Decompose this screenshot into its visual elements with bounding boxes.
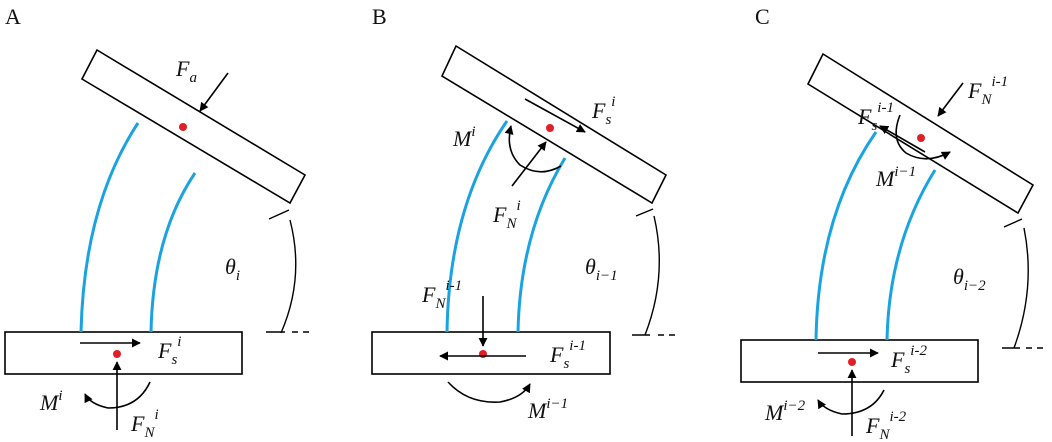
panel-c-top-center <box>917 134 925 142</box>
panel-c-bottom-normal-label: FNi-2 <box>865 409 907 442</box>
panel-c: C FNi-1 Fsi-1 Mi−1 θi−2 Fsi-2 FNi-2 Mi−2 <box>740 4 1047 442</box>
panel-a-bottom-normal-label: FNi <box>130 407 159 441</box>
panel-b-top-moment-label: Mi <box>452 124 476 151</box>
panel-a-angle-arc <box>280 219 297 334</box>
panel-b: B Fsi FNi Mi θi−1 FNi-1 Fsi-1 Mi−1 <box>371 4 680 423</box>
panel-c-top-normal-arrow <box>937 82 964 117</box>
panel-c-top-shear-label: Fsi-1 <box>857 100 894 134</box>
panel-b-top-normal-label: FNi <box>492 198 521 232</box>
panel-c-right-flexure <box>885 169 937 341</box>
panel-b-bottom-link <box>371 331 611 375</box>
panel-a-left-flexure <box>79 122 140 333</box>
panel-a-bottom-link <box>4 331 243 375</box>
panel-a-top-link <box>80 48 307 205</box>
panel-a-angle-tick-top <box>268 209 290 220</box>
panel-c-top-link <box>806 52 1035 215</box>
panel-c-top-moment-arrow <box>895 114 951 160</box>
panel-a: A Fa θi Fsi FNi Mi <box>4 4 312 441</box>
panel-b-top-moment-arrow <box>504 125 562 173</box>
panel-b-right-flexure <box>516 157 567 333</box>
panel-a-right-flexure <box>149 172 197 333</box>
panel-b-angle-tick-top <box>635 208 654 217</box>
panel-a-bottom-shear-label: Fsi <box>157 334 181 368</box>
panel-c-top-shear-arrow <box>879 125 926 153</box>
panel-b-top-shear-arrow <box>524 98 586 133</box>
panel-b-left-flexure <box>445 120 509 333</box>
panel-a-bottom-moment-arrow <box>84 381 151 409</box>
panel-b-top-link <box>440 44 668 205</box>
panel-c-bottom-link <box>740 339 979 383</box>
panel-b-angle-label: θi−1 <box>585 254 618 284</box>
panel-c-letter: C <box>755 4 770 29</box>
panel-b-bottom-shear-label: Fsi-1 <box>549 338 586 372</box>
panel-b-letter: B <box>372 4 387 29</box>
panel-c-angle-label: θi−2 <box>953 264 986 294</box>
panel-b-bottom-normal-label: FNi-1 <box>421 278 462 312</box>
panel-c-top-normal-label: FNi-1 <box>967 74 1008 108</box>
panel-c-angle-tick-top <box>1003 218 1023 228</box>
panel-b-top-shear-label: Fsi <box>591 94 615 128</box>
panel-a-angle-label: θi <box>225 254 240 284</box>
panel-a-bottom-moment-label: Mi <box>39 388 63 415</box>
panel-c-top-moment-label: Mi−1 <box>875 164 916 191</box>
panel-b-bottom-moment-arrow <box>447 381 531 403</box>
panel-c-bottom-moment-arrow <box>817 389 885 415</box>
panel-a-top-center <box>179 123 187 131</box>
panel-b-bottom-moment-label: Mi−1 <box>527 396 568 423</box>
panel-c-left-flexure <box>814 131 878 341</box>
panel-c-angle-arc <box>1013 227 1029 349</box>
panel-c-bottom-moment-label: Mi−2 <box>764 398 806 425</box>
panel-a-letter: A <box>5 4 21 29</box>
panel-c-bottom-center <box>848 358 856 366</box>
panel-b-top-center <box>546 124 554 132</box>
panel-b-angle-arc <box>644 215 660 336</box>
panel-c-bottom-shear-label: Fsi-2 <box>890 343 927 377</box>
panel-a-fa-arrow <box>199 72 229 112</box>
panel-a-bottom-center <box>113 350 121 358</box>
panel-a-fa-label: Fa <box>175 56 197 86</box>
panel-b-top-normal-arrow <box>511 141 547 187</box>
